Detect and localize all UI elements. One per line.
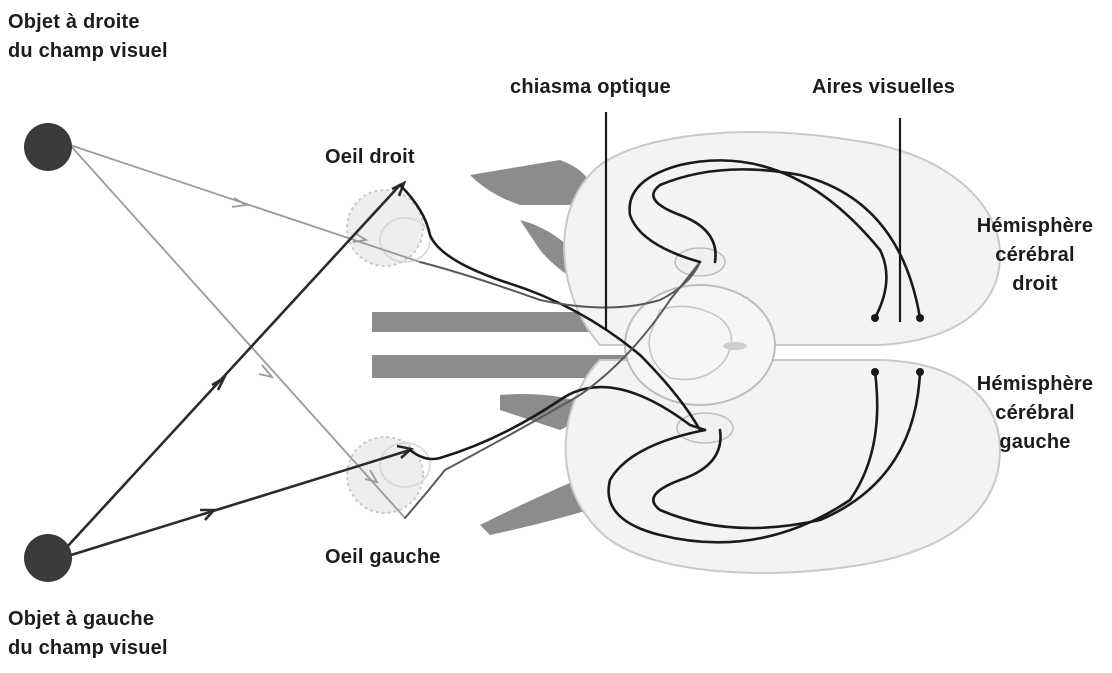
label-object-left-line2: du champ visuel (8, 634, 168, 663)
object-right-dot (24, 123, 72, 171)
label-hemisphere-left: Hémisphère cérébral gauche (965, 370, 1105, 457)
label-hemisphere-right-line2: cérébral (965, 241, 1105, 270)
label-hemisphere-right-line1: Hémisphère (965, 212, 1105, 241)
hemisphere-divider (760, 348, 1000, 357)
eye-left (347, 437, 430, 513)
label-hemisphere-left-line3: gauche (965, 428, 1105, 457)
object-left-dot (24, 534, 72, 582)
label-hemisphere-right: Hémisphère cérébral droit (965, 212, 1105, 299)
right-hemisphere (564, 132, 1000, 345)
label-hemisphere-left-line2: cérébral (965, 399, 1105, 428)
label-object-right-line2: du champ visuel (8, 37, 168, 66)
label-hemisphere-right-line3: droit (965, 270, 1105, 299)
label-hemisphere-left-line1: Hémisphère (965, 370, 1105, 399)
label-eye-left: Oeil gauche (325, 543, 441, 572)
label-visual-areas: Aires visuelles (812, 73, 955, 102)
label-object-left-line1: Objet à gauche (8, 605, 168, 634)
label-object-left: Objet à gauche du champ visuel (8, 605, 168, 663)
label-eye-right: Oeil droit (325, 143, 415, 172)
label-object-right: Objet à droite du champ visuel (8, 8, 168, 66)
label-object-right-line1: Objet à droite (8, 8, 168, 37)
label-chiasma: chiasma optique (510, 73, 671, 102)
